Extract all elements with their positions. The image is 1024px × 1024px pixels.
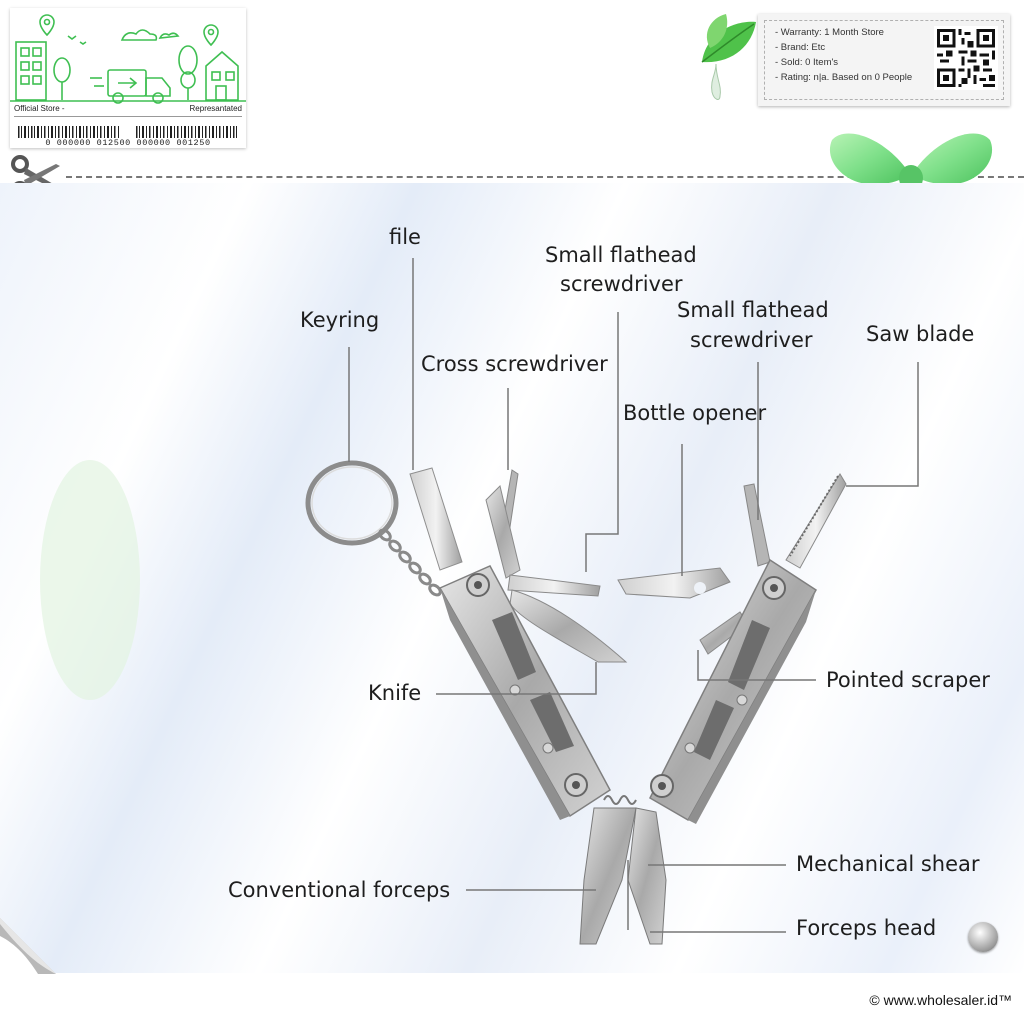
product-diagram-panel: file Keyring Small flathead screwdriver …: [0, 183, 1024, 973]
info-card-border: - Warranty: 1 Month Store - Brand: Etc -…: [764, 20, 1004, 100]
label-conventional-forceps: Conventional forceps: [228, 878, 451, 902]
sold-text: - Sold: 0 Item's: [775, 57, 839, 68]
label-file: file: [389, 225, 421, 249]
label-small-flathead-1-line2: screwdriver: [560, 272, 683, 296]
label-saw-blade: Saw blade: [866, 322, 975, 346]
label-small-flathead-2-line2: screwdriver: [690, 328, 813, 352]
barcode-number: 0 000000 012500 000000 001250: [45, 138, 211, 148]
cut-line: [66, 176, 1024, 178]
page-curl-icon: [0, 918, 56, 974]
store-left-label: Official Store -: [14, 104, 65, 113]
leaf-icon: [701, 14, 756, 100]
divider: [14, 116, 242, 117]
footer-copyright: © www.wholesaler.id™: [869, 992, 1012, 1008]
metal-button-icon: [968, 922, 998, 952]
label-keyring: Keyring: [300, 308, 380, 332]
store-illustration: [10, 14, 246, 104]
label-cross-screwdriver: Cross screwdriver: [421, 352, 608, 376]
label-bottle-opener: Bottle opener: [623, 401, 767, 425]
qr-code-icon: [934, 26, 998, 90]
label-forceps-head: Forceps head: [796, 916, 937, 940]
label-pointed-scraper: Pointed scraper: [826, 668, 990, 692]
multitool-diagram: [40, 258, 919, 945]
rating-text: - Rating: n|a. Based on 0 People: [775, 72, 913, 83]
label-mechanical-shear: Mechanical shear: [796, 852, 980, 876]
label-small-flathead-2-line1: Small flathead: [677, 298, 829, 322]
store-card: Official Store - Represantated 0 0000: [10, 8, 246, 148]
barcode: [18, 126, 237, 138]
brand-text: - Brand: Etc: [775, 42, 826, 53]
label-small-flathead-1-line1: Small flathead: [545, 243, 697, 267]
store-right-label: Represantated: [189, 104, 242, 113]
warranty-text: - Warranty: 1 Month Store: [775, 27, 884, 38]
label-knife: Knife: [368, 681, 422, 705]
